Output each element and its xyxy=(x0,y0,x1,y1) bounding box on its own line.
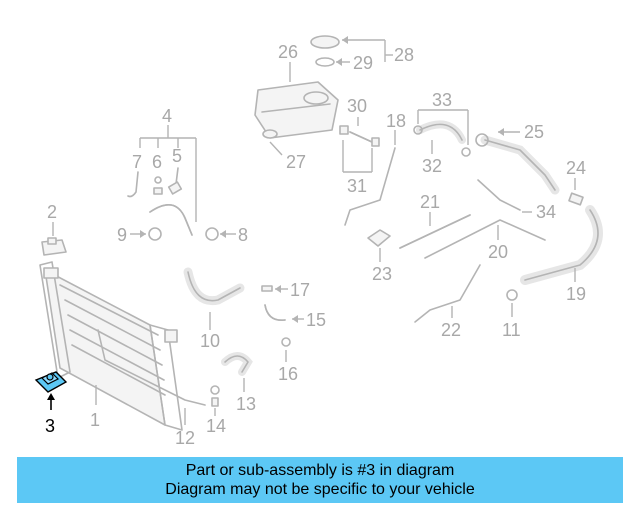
callout-30: 30 xyxy=(347,96,367,116)
callout-14: 14 xyxy=(206,416,226,436)
callout-1: 1 xyxy=(90,410,100,430)
callout-19: 19 xyxy=(566,284,586,304)
bracket-part xyxy=(41,237,67,256)
callout-25: 25 xyxy=(524,122,544,142)
caption-line-2: Diagram may not be specific to your vehi… xyxy=(165,481,475,498)
callout-27: 27 xyxy=(286,152,306,172)
callout-26: 26 xyxy=(278,42,298,62)
callout-21: 21 xyxy=(420,192,440,212)
callout-22: 22 xyxy=(441,320,461,340)
callout-20: 20 xyxy=(488,242,508,262)
callout-8: 8 xyxy=(238,225,248,245)
expansion-tank-part xyxy=(254,81,339,139)
callout-13: 13 xyxy=(236,394,256,414)
callout-3: 3 xyxy=(45,416,55,436)
callout-10: 10 xyxy=(200,331,220,351)
callout-31: 31 xyxy=(347,176,367,196)
callout-34: 34 xyxy=(536,202,556,222)
mount-part-highlighted xyxy=(34,371,68,393)
callout-7: 7 xyxy=(132,152,142,172)
callout-23: 23 xyxy=(372,264,392,284)
info-caption-banner: Part or sub-assembly is #3 in diagram Di… xyxy=(17,457,623,503)
callout-11: 11 xyxy=(502,320,521,340)
callout-17: 17 xyxy=(290,280,310,300)
parts-diagram: 1 2 3 4 7 6 5 9 8 10 13 xyxy=(34,35,603,448)
callout-6: 6 xyxy=(152,152,162,172)
callout-9: 9 xyxy=(117,225,127,245)
radiator-part xyxy=(39,261,206,431)
callout-24: 24 xyxy=(566,158,586,178)
callout-28: 28 xyxy=(394,45,414,65)
caption-line-1: Part or sub-assembly is #3 in diagram xyxy=(185,462,455,479)
callout-16: 16 xyxy=(278,364,298,384)
callout-15: 15 xyxy=(306,310,326,330)
callout-5: 5 xyxy=(172,146,182,166)
callout-12: 12 xyxy=(175,428,195,448)
callout-32: 32 xyxy=(422,156,442,176)
callout-4: 4 xyxy=(162,106,172,126)
callout-2: 2 xyxy=(47,202,57,222)
callout-18: 18 xyxy=(386,111,406,131)
callout-33: 33 xyxy=(432,90,452,110)
callout-29: 29 xyxy=(353,53,373,73)
